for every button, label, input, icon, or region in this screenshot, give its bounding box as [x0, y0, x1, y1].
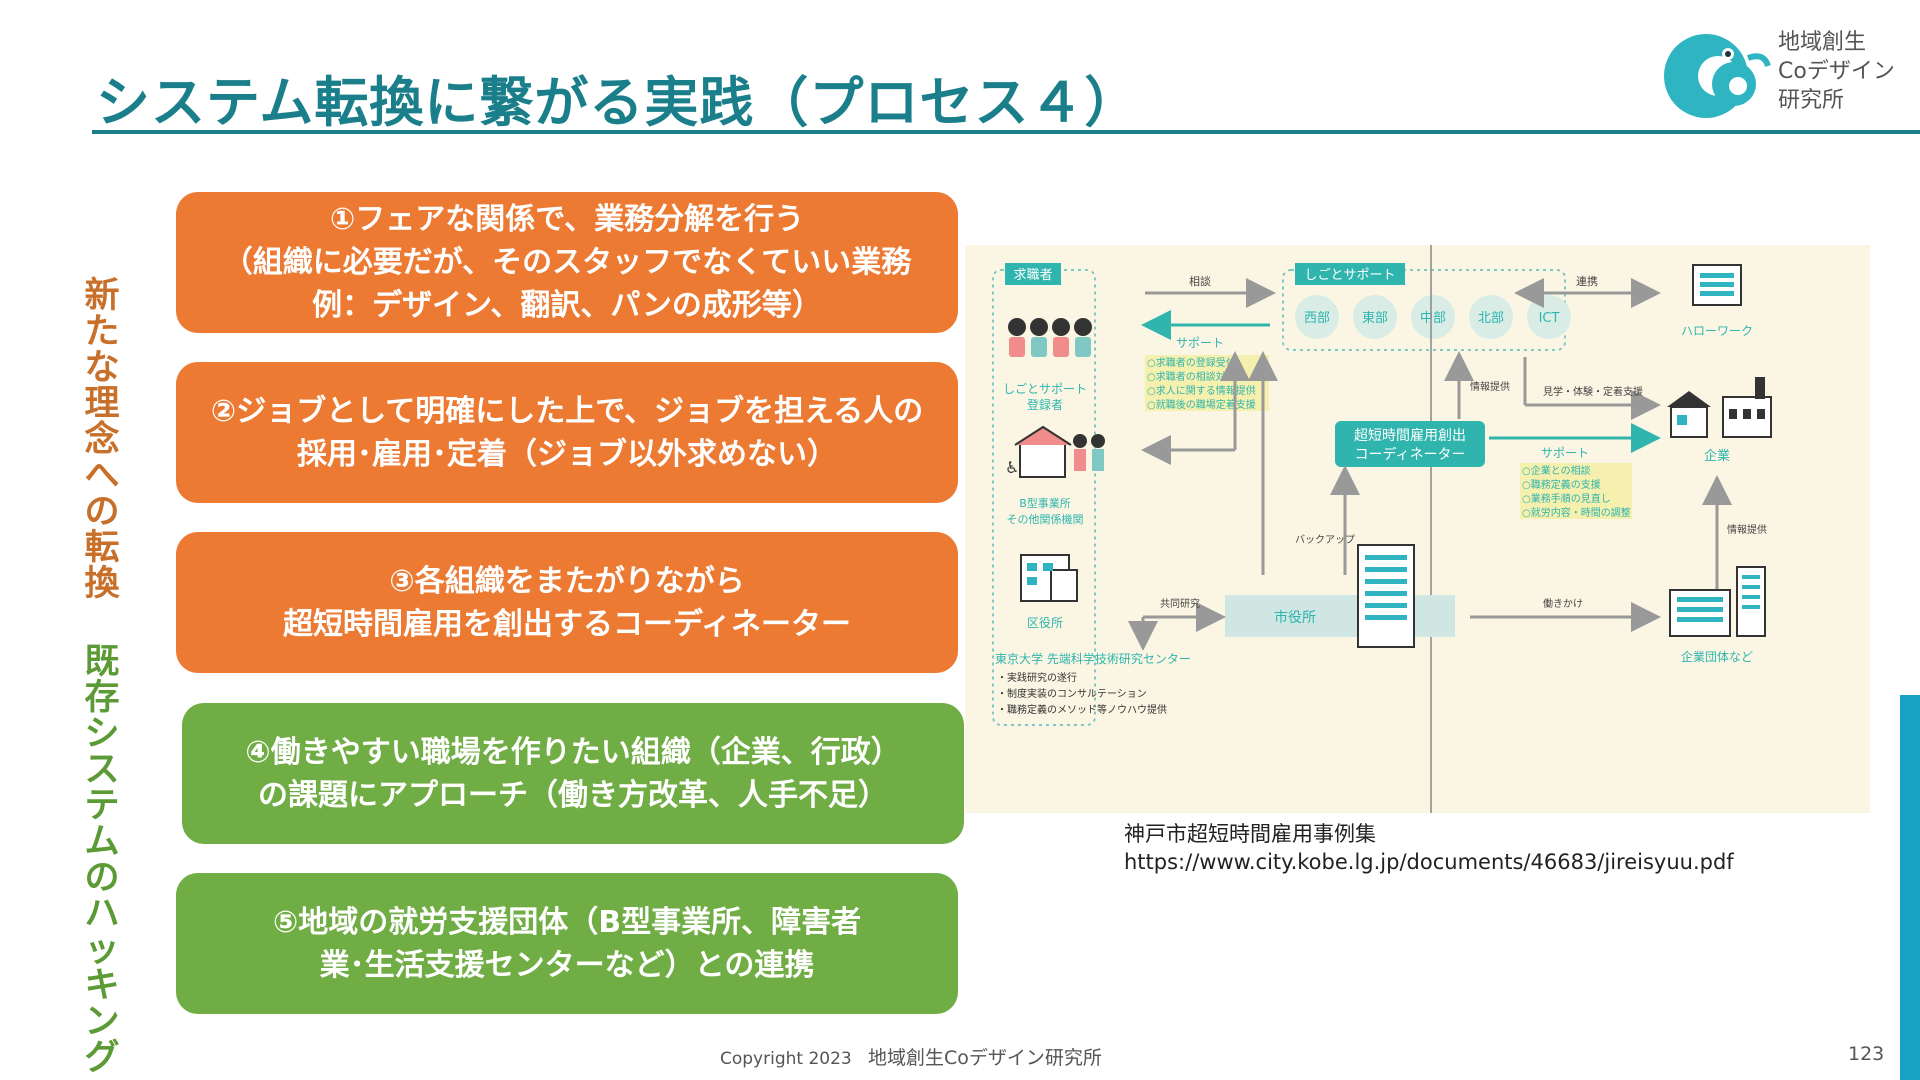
box-line: の課題にアプローチ（働き方改革、人手不足） [258, 777, 888, 813]
support-right-item: ○業務手順の見直し [1522, 492, 1611, 505]
diagram-svg: 求職者 しごとサポート 西部 東部 中部 北部 ICT 相談 サポート ○求職者… [992, 245, 1772, 813]
branch-label: 西部 [1304, 311, 1330, 326]
page-title: システム転換に繋がる実践（プロセス４） [96, 71, 1140, 134]
city-hall-tower-icon [1357, 544, 1415, 648]
backup-label: バックアップ [1295, 534, 1355, 546]
box-line: ③各組織をまたがりながら [389, 563, 745, 599]
support-tag [1295, 263, 1405, 285]
branch-circle [1295, 295, 1339, 339]
support-list-item: ○求人に関する情報提供 [1147, 384, 1256, 397]
box-line: 例：デザイン、翻訳、パンの成形等） [312, 288, 822, 323]
vertical-label-text: 新たな理念への転換 [84, 276, 120, 604]
kobe-employment-diagram: 求職者 しごとサポート 西部 東部 中部 北部 ICT 相談 サポート ○求職者… [965, 245, 1870, 813]
process-box-3: ③各組織をまたがりながら 超短時間雇用を創出するコーディネーター [176, 532, 958, 673]
vertical-label-new-philosophy: 新たな理念への転換 [82, 278, 122, 602]
support-list-item: ○求職者の相談対応 [1147, 370, 1236, 383]
todai-list-item: ・実践研究の遂行 [997, 671, 1077, 684]
b-type-label: B型事業所その他関係機関 [1007, 496, 1084, 526]
support-list-item: ○求職者の登録受付 [1147, 356, 1236, 369]
branch-label: 中部 [1420, 311, 1446, 326]
ward-office-label: 区役所 [1027, 615, 1063, 630]
copyright-text: Copyright 2023 [720, 1049, 852, 1069]
info-provision-label: 情報提供 [1470, 380, 1510, 393]
company-groups-label: 企業団体など [1681, 649, 1753, 664]
company-icon [1667, 377, 1772, 438]
box-line: ④働きやすい職場を作りたい組織（企業、行政） [245, 734, 901, 770]
branch-label: ICT [1539, 311, 1560, 326]
vertical-label-text: 既存システムのハッキング [84, 642, 120, 1078]
box-line: ①フェアな関係で、業務分解を行う [329, 202, 805, 237]
todai-list-item: ・職務定義のメソッド等ノウハウ提供 [997, 703, 1167, 716]
branch-circles: 西部 東部 中部 北部 ICT [1295, 295, 1571, 339]
support-right-item: ○企業との相談 [1522, 464, 1591, 477]
support-right-item: ○就労内容・時間の調整 [1522, 506, 1631, 519]
side-accent-bar [1900, 695, 1920, 1080]
source-title: 神戸市超短時間雇用事例集 [1124, 822, 1376, 846]
b-type-office-icon [1014, 425, 1105, 478]
hello-work-label: ハローワーク [1681, 324, 1753, 338]
coordinator-box [1335, 421, 1485, 467]
box-line: ②ジョブとして明確にした上で、ジョブを担える人の [210, 393, 924, 429]
todai-list-item: ・制度実装のコンサルテーション [997, 687, 1147, 700]
coordinator-label: 超短時間雇用創出コーディネーター [1354, 427, 1466, 463]
vertical-label-system-hacking: 既存システムのハッキング [82, 644, 122, 1076]
branch-circle [1353, 295, 1397, 339]
process-box-5: ⑤地域の就労支援団体（B型事業所、障害者 業･生活支援センターなど）との連携 [176, 873, 958, 1014]
ward-office-icon [1020, 554, 1078, 602]
box-line: 超短時間雇用を創出するコーディネーター [283, 606, 851, 642]
support-list-item: ○就職後の職場定着支援 [1147, 398, 1256, 411]
process-box-2: ②ジョブとして明確にした上で、ジョブを担える人の 採用･雇用･定着（ジョブ以外求… [176, 362, 958, 503]
source-credit: 神戸市超短時間雇用事例集 https://www.city.kobe.lg.jp… [1124, 820, 1734, 876]
box-line: 採用･雇用･定着（ジョブ以外求めない） [297, 436, 837, 472]
page-number: 123 [1848, 1043, 1885, 1065]
joint-research-label: 共同研究 [1160, 597, 1200, 610]
source-url[interactable]: https://www.city.kobe.lg.jp/documents/46… [1124, 850, 1734, 874]
support-right-list: ○企業との相談 ○職務定義の支援 ○業務手順の見直し ○就労内容・時間の調整 [1520, 463, 1632, 519]
support-right-label: サポート [1541, 446, 1589, 460]
support-arrow-label: サポート [1176, 336, 1224, 350]
box-line: 業･生活支援センターなど）との連携 [319, 947, 815, 983]
consult-label: 相談 [1189, 274, 1211, 288]
box-line: ⑤地域の就労支援団体（B型事業所、障害者 [272, 904, 862, 940]
company-label: 企業 [1704, 448, 1730, 464]
hatarakikake-label: 働きかけ [1543, 597, 1583, 610]
renkei-label: 連携 [1576, 274, 1598, 288]
registrant-people-icon [1008, 318, 1092, 357]
branch-circle [1411, 295, 1455, 339]
copyright: Copyright 2023 地域創生Coデザイン研究所 [720, 1043, 1102, 1070]
registrant-label: しごとサポート登録者 [1003, 381, 1087, 412]
support-list: ○求職者の登録受付 ○求職者の相談対応 ○求人に関する情報提供 ○就職後の職場定… [1145, 355, 1269, 411]
box-line: （組織に必要だが、そのスタッフでなくていい業務 [222, 245, 912, 280]
kengaku-label: 見学・体験・定着支援 [1543, 385, 1643, 398]
city-hall-label: 市役所 [1274, 609, 1316, 626]
logo-text: 地域創生 Coデザイン 研究所 [1778, 30, 1895, 113]
hello-work-icon [1692, 264, 1742, 306]
job-seeker-tag-text: 求職者 [1013, 268, 1052, 283]
branch-label: 東部 [1362, 310, 1388, 326]
company-groups-icon [1669, 566, 1766, 637]
branch-circle [1469, 295, 1513, 339]
todai-list: ・実践研究の遂行 ・制度実装のコンサルテーション ・職務定義のメソッド等ノウハウ… [997, 671, 1167, 716]
support-tag-text: しごとサポート [1304, 267, 1395, 283]
title-divider [92, 130, 1920, 134]
wheelchair-icon: ♿ [1005, 458, 1019, 477]
job-seeker-tag [1005, 263, 1061, 285]
info-provision-right-label: 情報提供 [1727, 523, 1767, 536]
copyright-org: 地域創生Coデザイン研究所 [867, 1047, 1102, 1069]
logo-icon [1664, 34, 1771, 118]
process-box-4: ④働きやすい職場を作りたい組織（企業、行政） の課題にアプローチ（働き方改革、人… [182, 703, 964, 844]
todai-label: 東京大学 先端科学技術研究センター [995, 651, 1191, 666]
process-box-1: ①フェアな関係で、業務分解を行う （組織に必要だが、そのスタッフでなくていい業務… [176, 192, 958, 333]
support-right-item: ○職務定義の支援 [1522, 478, 1601, 491]
city-hall-band [1225, 595, 1455, 637]
support-right-list-highlight [1520, 463, 1632, 519]
branch-label: 北部 [1478, 311, 1504, 326]
